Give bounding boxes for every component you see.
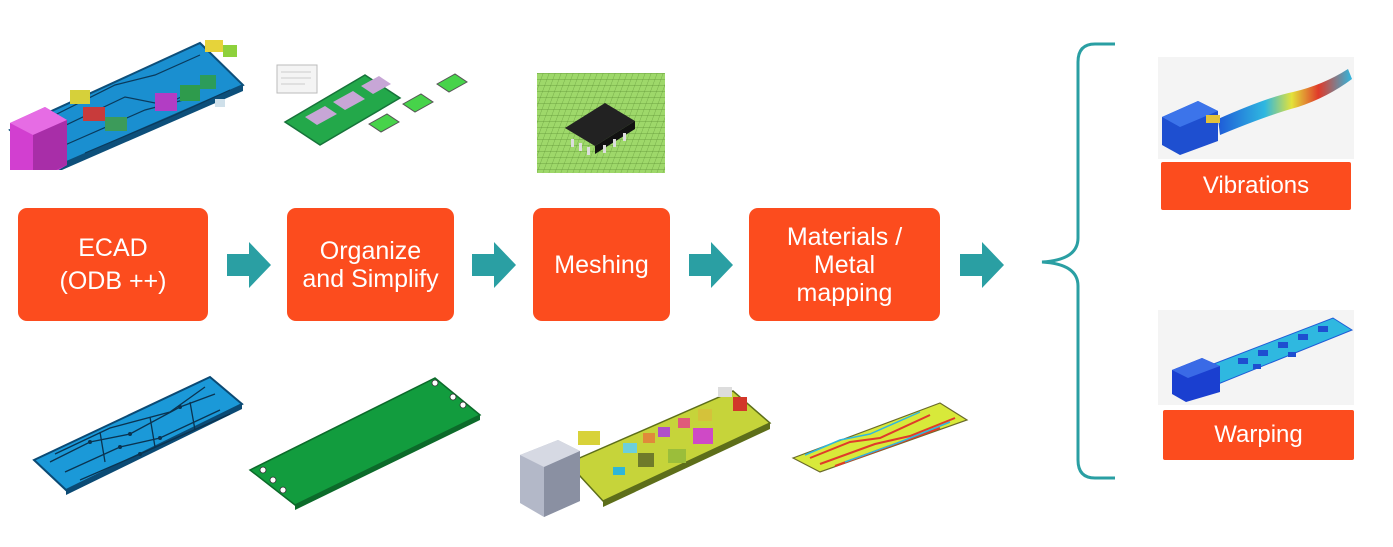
outcome-vibrations: Vibrations [1161,162,1351,210]
organize-components-image [275,60,485,165]
mesh-chip-image [537,73,665,173]
step-meshing-line-1: Meshing [554,250,649,279]
outcome-vibrations-label: Vibrations [1202,172,1310,199]
step-materials: Materials / Metal mapping [749,208,940,321]
pcb-traces-blue-image [30,372,245,497]
flow-arrow-4 [960,242,1004,288]
flow-arrow-1 [227,242,271,288]
outcome-warping-label: Warping [1214,421,1303,448]
step-organize: Organize and Simplify [287,208,454,321]
metal-mapping-board-image [790,400,970,475]
step-materials-line-1: Materials / [786,222,903,251]
step-ecad-line-1: ECAD [78,234,148,262]
meshed-board-image [518,383,773,518]
step-ecad: ECAD (ODB ++) [18,208,208,321]
step-ecad-line-2: (ODB ++) [59,267,167,295]
step-organize-line-2: and Simplify [302,264,439,293]
results-brace [1040,40,1120,485]
vibration-result-image [1158,57,1354,159]
outcome-warping: Warping [1163,410,1354,460]
warping-result-image [1158,310,1354,405]
flow-arrow-2 [472,242,516,288]
flow-arrow-3 [689,242,733,288]
simplified-board-image [245,375,485,510]
step-meshing: Meshing [533,208,670,321]
step-organize-line-1: Organize [319,236,422,265]
step-materials-line-3: mapping [796,278,893,307]
ecad-pcb-colored-image [5,35,245,170]
step-materials-line-2: Metal [813,250,876,279]
